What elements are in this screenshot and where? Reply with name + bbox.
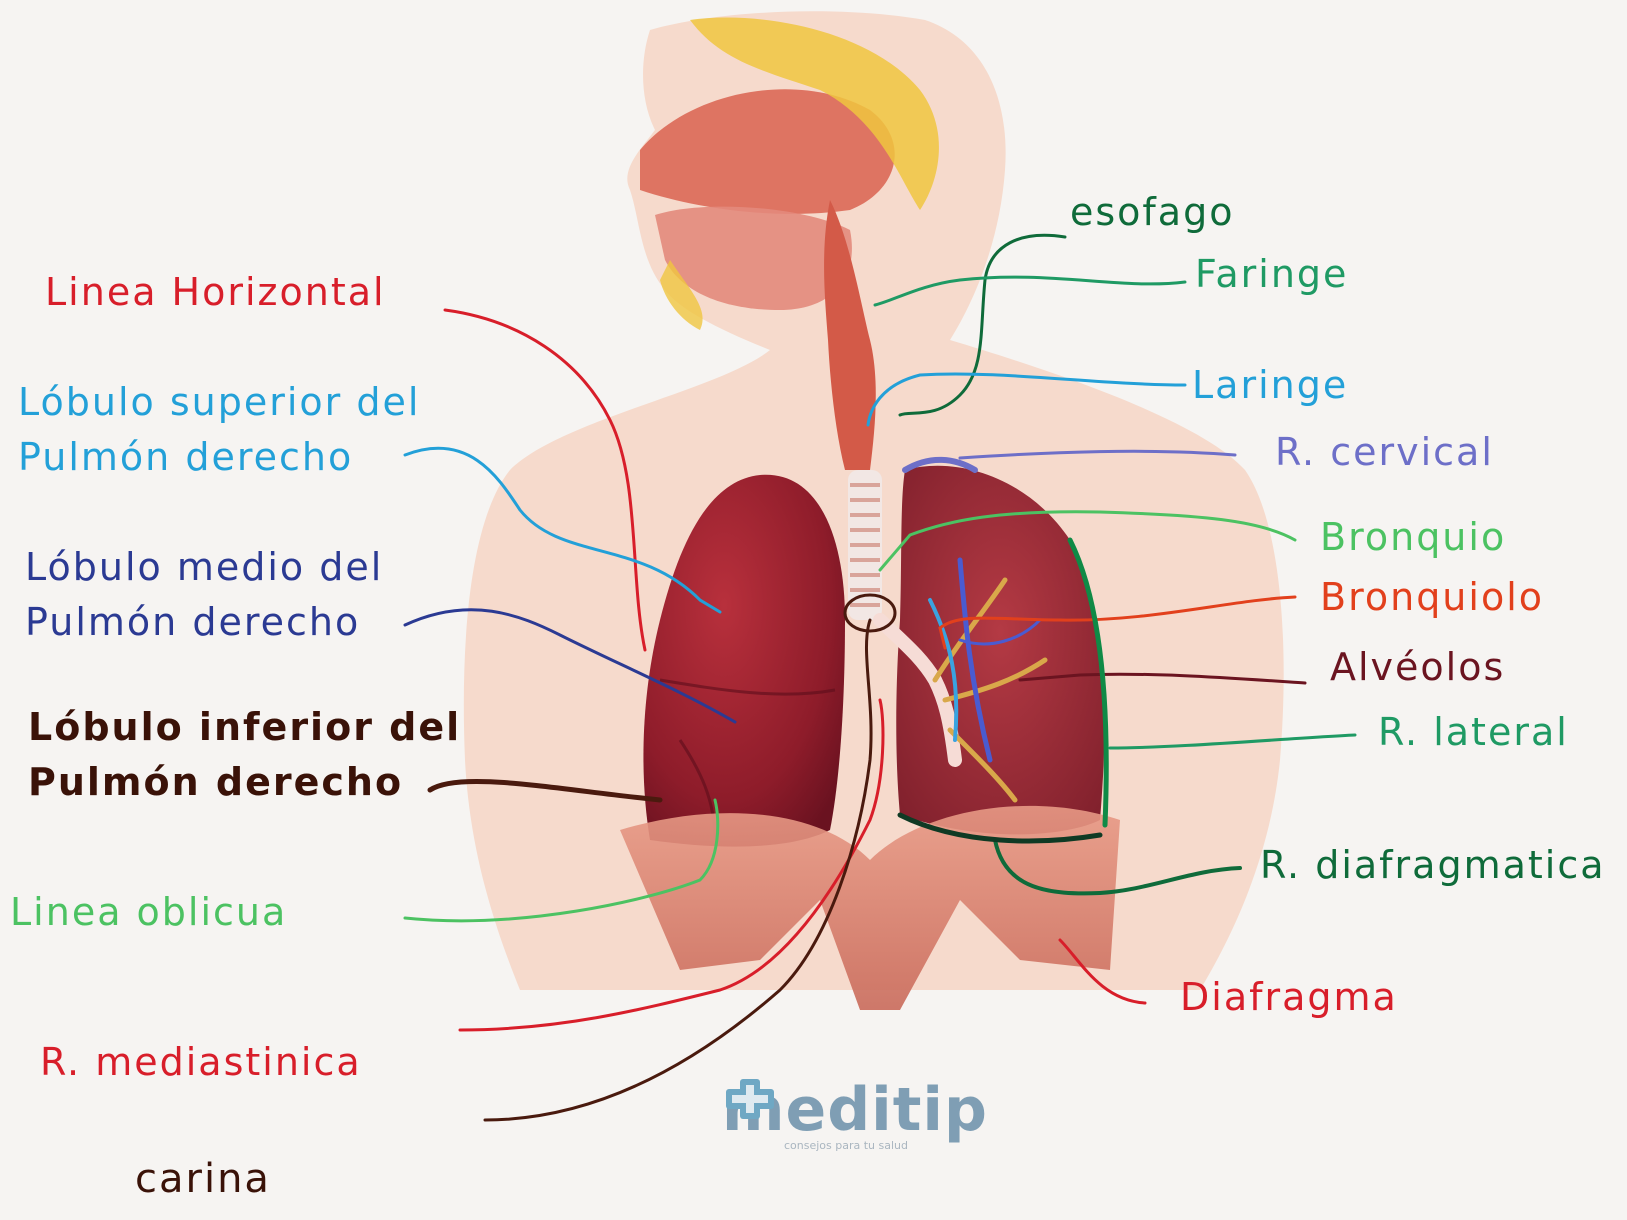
leader-r-diafragmatica xyxy=(995,840,1240,893)
leader-r-mediastinica xyxy=(460,700,883,1030)
label-lobulo-superior: Lóbulo superior del Pulmón derecho xyxy=(18,375,420,485)
leader-faringe xyxy=(875,277,1185,305)
leader-lobulo-superior xyxy=(405,448,720,612)
label-linea-horizontal: Linea Horizontal xyxy=(45,265,386,320)
label-r-lateral: R. lateral xyxy=(1378,705,1569,760)
leader-diafragma xyxy=(1060,940,1145,1003)
pleura-outline xyxy=(900,460,1106,841)
leader-bronquiolo xyxy=(940,597,1295,648)
label-lobulo-medio: Lóbulo medio del Pulmón derecho xyxy=(25,540,383,650)
meditip-logo: meditip consejos para tu salud xyxy=(722,1075,988,1145)
label-lobulo-inferior-line1: Lóbulo inferior del xyxy=(28,700,461,755)
label-linea-oblicua: Linea oblicua xyxy=(10,885,287,940)
leader-r-cervical xyxy=(960,451,1235,458)
leader-laringe xyxy=(868,374,1185,425)
leader-lobulo-inferior xyxy=(430,781,660,800)
label-lobulo-inferior-line2: Pulmón derecho xyxy=(28,755,461,810)
label-carina: carina xyxy=(135,1150,271,1208)
label-laringe: Laringe xyxy=(1192,358,1348,413)
label-diafragma: Diafragma xyxy=(1180,970,1398,1025)
label-lobulo-superior-line1: Lóbulo superior del xyxy=(18,375,420,430)
medical-cross-icon xyxy=(722,1075,778,1123)
label-lobulo-superior-line2: Pulmón derecho xyxy=(18,430,420,485)
label-faringe: Faringe xyxy=(1195,247,1348,302)
brand-tagline: consejos para tu salud xyxy=(784,1139,908,1152)
label-bronquiolo: Bronquiolo xyxy=(1320,570,1544,625)
label-esofago: esofago xyxy=(1070,185,1234,240)
label-r-mediastinica: R. mediastinica xyxy=(40,1035,362,1090)
leader-carina xyxy=(485,620,871,1120)
leader-linea-oblicua xyxy=(405,800,718,921)
label-lobulo-inferior: Lóbulo inferior del Pulmón derecho xyxy=(28,700,461,810)
leader-bronquio xyxy=(880,512,1295,570)
label-r-diafragmatica: R. diafragmatica xyxy=(1260,838,1606,893)
label-alveolos: Alvéolos xyxy=(1330,640,1505,695)
label-lobulo-medio-line1: Lóbulo medio del xyxy=(25,540,383,595)
leader-linea-horizontal xyxy=(445,310,645,650)
label-r-cervical: R. cervical xyxy=(1275,425,1494,480)
leader-r-lateral xyxy=(1110,735,1355,748)
leader-alveolos xyxy=(1020,674,1305,683)
label-bronquio: Bronquio xyxy=(1320,510,1506,565)
label-lobulo-medio-line2: Pulmón derecho xyxy=(25,595,383,650)
leader-esofago xyxy=(900,235,1065,415)
